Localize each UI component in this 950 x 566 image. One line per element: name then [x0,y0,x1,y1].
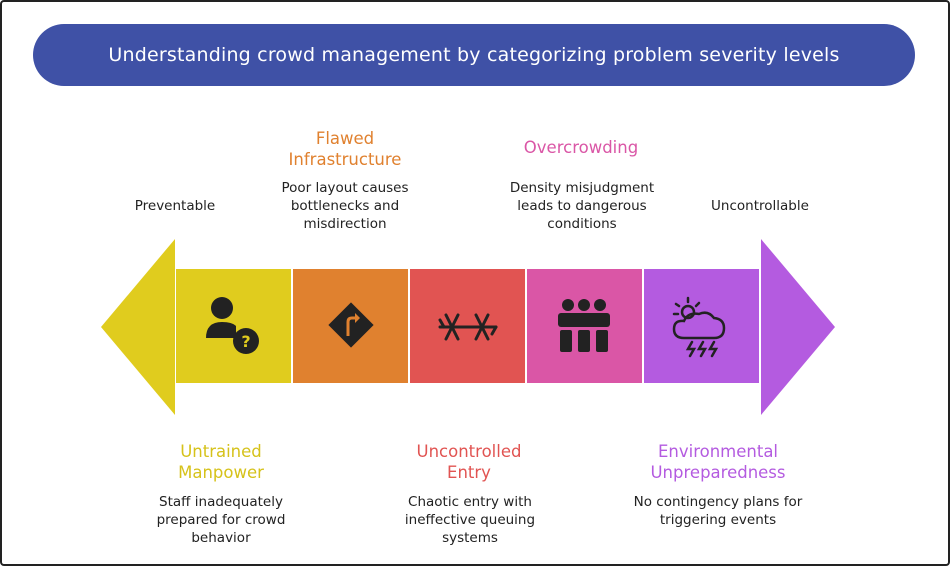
environmental-unpreparedness-description: No contingency plans for triggering even… [633,494,803,528]
overcrowding-description: Density misjudgment leads to dangerous c… [509,180,655,232]
storm-cloud-icon [672,296,726,358]
uncontrolled-entry-description: Chaotic entry with ineffective queuing s… [404,494,536,546]
page-title: Understanding crowd management by catego… [108,44,840,66]
flawed-infrastructure-description: Poor layout causes bottlenecks and misdi… [281,180,409,232]
left-arrow-head [101,239,175,415]
environmental-unpreparedness-title: Environmental Unpreparedness [650,442,786,482]
untrained-manpower-description: Staff inadequately prepared for crowd be… [156,494,286,546]
uncontrolled-entry-title: Uncontrolled Entry [416,442,522,482]
svg-text:?: ? [241,332,250,351]
person-question-icon: ? [206,297,259,354]
preventable-label: Preventable [134,198,216,214]
segment-environmental-unpreparedness [644,269,759,383]
crowd-icon [558,299,610,352]
right-arrow-head [761,239,835,415]
untrained-manpower-title: Untrained Manpower [178,442,264,482]
barbed-wire-icon [438,313,498,341]
uncontrollable-label: Uncontrollable [711,198,809,214]
flawed-infrastructure-title: Flawed Infrastructure [288,129,402,169]
overcrowding-title: Overcrowding [523,138,639,157]
title-banner: Understanding crowd management by catego… [33,24,915,86]
